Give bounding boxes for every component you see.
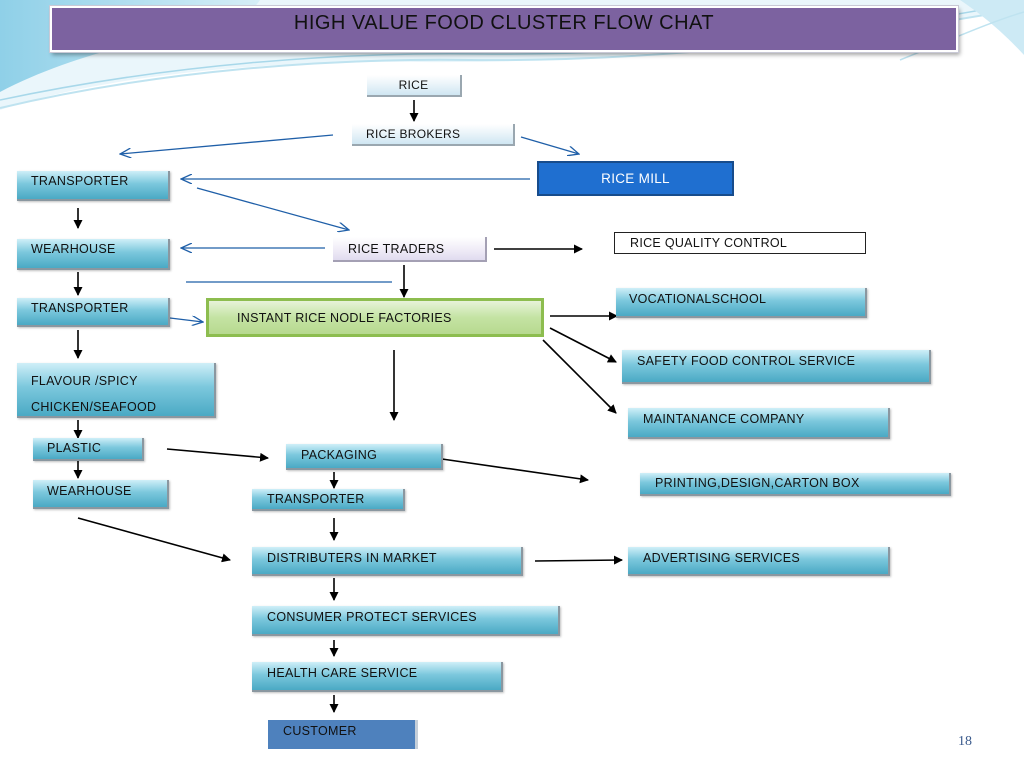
node-transporter-1-label: TRANSPORTER — [31, 174, 129, 188]
node-vocational-school: VOCATIONALSCHOOL — [616, 288, 867, 318]
node-wearhouse-2-label: WEARHOUSE — [47, 484, 132, 498]
node-safety-food-label: SAFETY FOOD CONTROL SERVICE — [637, 354, 856, 368]
node-transporter-1: TRANSPORTER — [17, 171, 170, 201]
node-rice-quality-control-label: RICE QUALITY CONTROL — [630, 236, 788, 250]
node-plastic: PLASTIC — [33, 438, 144, 461]
node-instant-rice-factories: INSTANT RICE NODLE FACTORIES — [206, 298, 544, 337]
node-safety-food: SAFETY FOOD CONTROL SERVICE — [622, 350, 931, 384]
node-plastic-label: PLASTIC — [47, 441, 102, 455]
node-advertising: ADVERTISING SERVICES — [628, 547, 890, 576]
node-wearhouse-2: WEARHOUSE — [33, 480, 169, 509]
slide-number: 18 — [958, 734, 972, 749]
title-bar: HIGH VALUE FOOD CLUSTER FLOW CHAT — [50, 6, 958, 52]
node-flavour: FLAVOUR /SPICY CHICKEN/SEAFOOD — [17, 363, 216, 418]
node-instant-rice-factories-label: INSTANT RICE NODLE FACTORIES — [237, 311, 452, 325]
node-vocational-school-label: VOCATIONALSCHOOL — [629, 292, 767, 306]
node-rice-mill-label: RICE MILL — [601, 171, 670, 186]
node-consumer-protect-label: CONSUMER PROTECT SERVICES — [267, 610, 477, 624]
node-printing: PRINTING,DESIGN,CARTON BOX — [640, 473, 951, 496]
node-distributers-label: DISTRIBUTERS IN MARKET — [267, 551, 437, 565]
node-rice-traders-label: RICE TRADERS — [348, 242, 445, 256]
node-customer-label: CUSTOMER — [283, 724, 357, 738]
node-flavour-line2: CHICKEN/SEAFOOD — [31, 400, 157, 414]
node-rice-label: RICE — [398, 78, 429, 92]
node-wearhouse-1-label: WEARHOUSE — [31, 242, 116, 256]
node-rice-quality-control: RICE QUALITY CONTROL — [614, 232, 866, 254]
node-rice-brokers: RICE BROKERS — [352, 124, 515, 146]
node-packaging-label: PACKAGING — [301, 448, 378, 462]
node-transporter-2-label: TRANSPORTER — [31, 301, 129, 315]
node-transporter-3: TRANSPORTER — [252, 489, 405, 511]
node-transporter-2: TRANSPORTER — [17, 298, 170, 327]
node-health-care: HEALTH CARE SERVICE — [252, 662, 503, 692]
node-maintanance: MAINTANANCE COMPANY — [628, 408, 890, 439]
node-rice: RICE — [367, 75, 462, 97]
node-rice-mill: RICE MILL — [537, 161, 734, 196]
node-advertising-label: ADVERTISING SERVICES — [643, 551, 800, 565]
node-health-care-label: HEALTH CARE SERVICE — [267, 666, 418, 680]
node-customer: CUSTOMER — [268, 720, 418, 749]
node-distributers: DISTRIBUTERS IN MARKET — [252, 547, 523, 576]
node-consumer-protect: CONSUMER PROTECT SERVICES — [252, 606, 560, 636]
node-wearhouse-1: WEARHOUSE — [17, 239, 170, 270]
node-transporter-3-label: TRANSPORTER — [267, 492, 365, 506]
node-flavour-line1: FLAVOUR /SPICY — [31, 374, 138, 388]
page-title: HIGH VALUE FOOD CLUSTER FLOW CHAT — [293, 12, 715, 34]
node-maintanance-label: MAINTANANCE COMPANY — [643, 412, 805, 426]
node-rice-brokers-label: RICE BROKERS — [366, 127, 461, 141]
node-packaging: PACKAGING — [286, 444, 443, 470]
node-rice-traders: RICE TRADERS — [333, 237, 487, 262]
node-printing-label: PRINTING,DESIGN,CARTON BOX — [655, 476, 860, 490]
